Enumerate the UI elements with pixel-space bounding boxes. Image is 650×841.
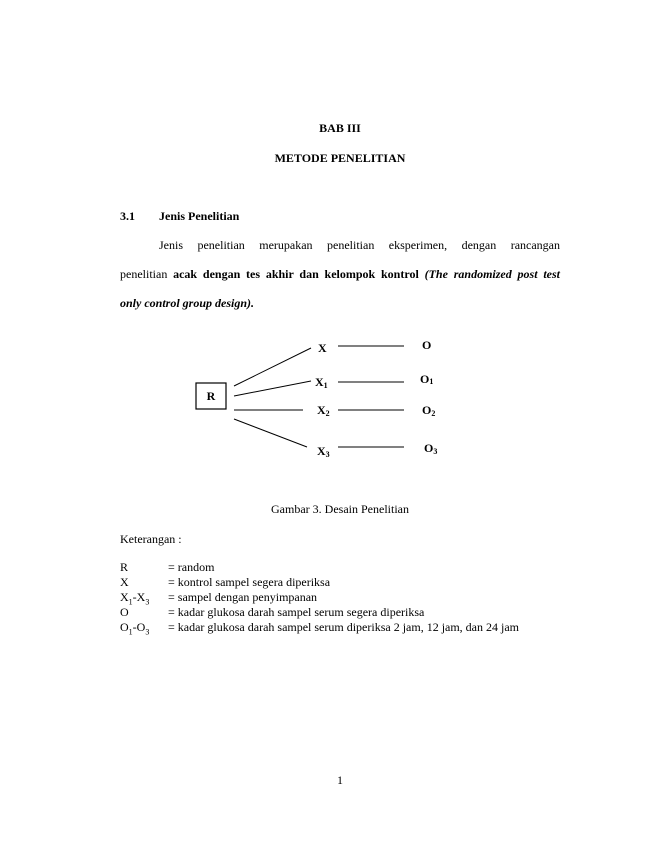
o-label: O [422, 338, 431, 352]
paragraph-italic-term: (The randomized post test [424, 267, 560, 281]
paragraph-line-2: penelitian acak dengan tes akhir dan kel… [120, 267, 560, 282]
x1-label: X1 [315, 375, 328, 390]
x-label: X [318, 341, 327, 355]
r-box [195, 382, 227, 410]
legend-key: O [120, 605, 129, 619]
chapter-title: METODE PENELITIAN [274, 151, 406, 165]
section-number: 3.1 [120, 209, 135, 223]
legend-def: = kontrol sampel segera diperiksa [168, 575, 331, 589]
section-title: Jenis Penelitian [159, 209, 240, 223]
legend-def: = sampel dengan penyimpanan [168, 590, 318, 604]
legend-def: = kadar glukosa darah sampel serum seger… [168, 605, 425, 619]
paragraph-bold-term: acak dengan tes akhir dan kelompok kontr… [173, 267, 419, 281]
legend-row-x: X = kontrol sampel segera diperiksa [120, 575, 330, 590]
legend-def: = kadar glukosa darah sampel serum diper… [168, 620, 520, 634]
r-label: R [207, 389, 216, 403]
legend-key: R [120, 560, 129, 574]
legend-def: = random [168, 560, 215, 574]
paragraph-line-1: Jenis penelitian merupakan penelitian ek… [159, 238, 560, 252]
line-r-to-x1 [233, 380, 312, 397]
legend-row-r: R = random [120, 560, 214, 575]
paragraph-prefix: penelitian [120, 267, 174, 281]
legend-key: X [120, 575, 129, 589]
o2-label: O2 [422, 403, 435, 418]
figure-caption: Gambar 3. Desain Penelitian [271, 502, 409, 516]
legend-key: X1-X3 [120, 590, 150, 607]
chapter-label: BAB III [319, 121, 361, 135]
line-r-to-x [233, 347, 312, 387]
line-r-to-x3 [233, 418, 308, 448]
legend-key: O1-O3 [120, 620, 150, 637]
x2-label: X2 [317, 403, 330, 418]
o1-label: O1 [420, 372, 433, 386]
legend-row-o: O = kadar glukosa darah sampel serum sege… [120, 605, 424, 620]
o3-label: O3 [424, 441, 437, 456]
paragraph-line-3: only control group design). [120, 296, 255, 310]
x3-label: X3 [317, 444, 330, 459]
legend-row-x1-x3: X1-X3 = sampel dengan penyimpanan [120, 590, 317, 606]
page-number: 1 [337, 773, 343, 787]
legend-title: Keterangan : [120, 532, 182, 546]
legend-row-o1-o3: O1-O3 = kadar glukosa darah sampel serum … [120, 620, 519, 636]
